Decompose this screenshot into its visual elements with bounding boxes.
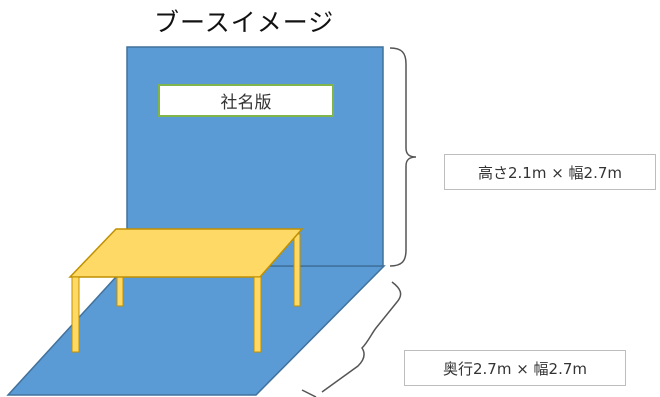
- table-leg-back-left: [116, 273, 124, 307]
- table-leg-front-right: [253, 276, 262, 353]
- floor-dimension-label: 奥行2.7m × 幅2.7m: [404, 350, 626, 386]
- diagram-title: ブースイメージ: [154, 8, 335, 37]
- floor-dimension-text: 奥行2.7m × 幅2.7m: [442, 359, 588, 378]
- floor-depth-brace: [321, 281, 402, 393]
- wall-dimension-label: 高さ2.1m × 幅2.7m: [444, 154, 656, 190]
- table-top: [68, 228, 304, 278]
- signboard-label: 社名版: [220, 93, 272, 113]
- wall-dimension-text: 高さ2.1m × 幅2.7m: [477, 163, 623, 182]
- floor-depth-brace-tick: [301, 389, 317, 397]
- booth-floor: [6, 265, 386, 396]
- table-leg-back-right: [293, 233, 301, 307]
- table-leg-front-left: [71, 276, 80, 353]
- company-signboard: 社名版: [158, 84, 334, 117]
- wall-height-brace: [389, 47, 417, 267]
